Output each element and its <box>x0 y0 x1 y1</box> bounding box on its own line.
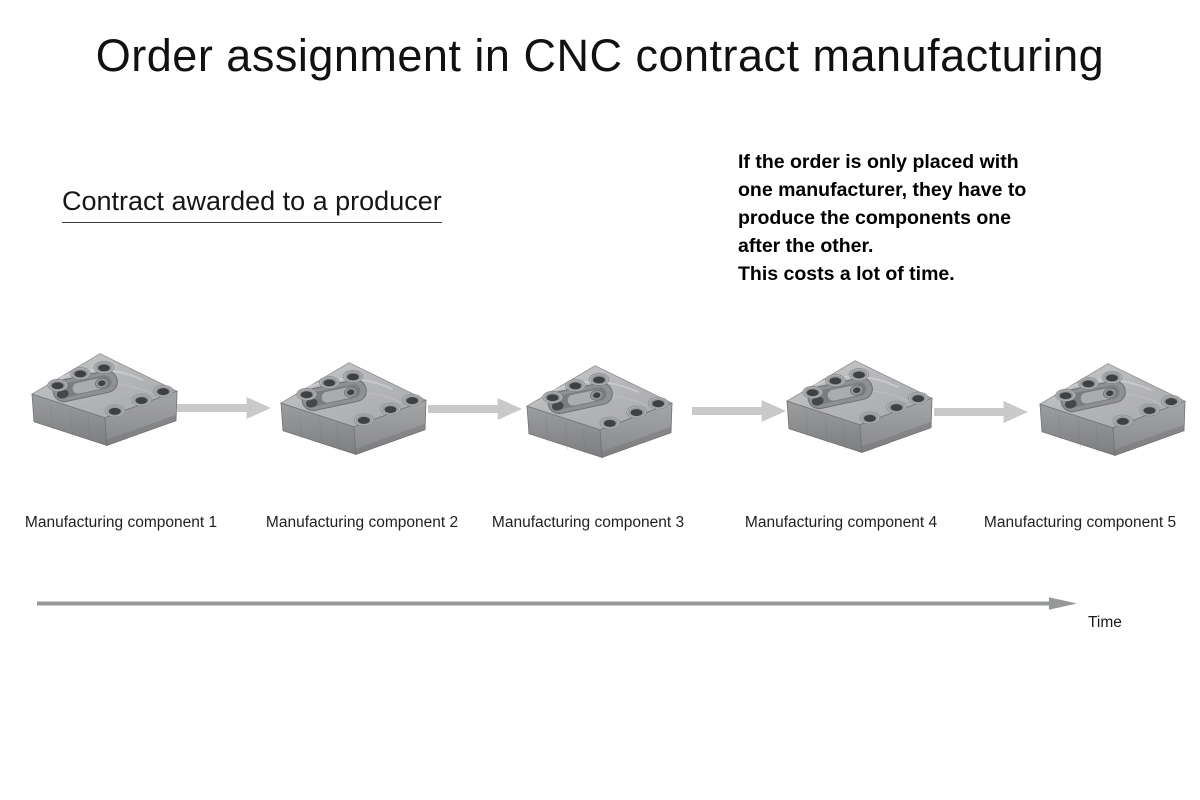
flow-arrow-icon <box>177 397 271 419</box>
cnc-component-image <box>31 352 179 452</box>
component-label: Manufacturing component 3 <box>491 514 685 531</box>
component-label: Manufacturing component 1 <box>24 514 218 531</box>
component-label: Manufacturing component 5 <box>983 514 1177 531</box>
cnc-component-image <box>786 359 934 459</box>
left-heading: Contract awarded to a producer <box>62 186 442 223</box>
cnc-component-image <box>280 361 428 461</box>
cnc-component-image <box>1039 362 1187 462</box>
note-text: If the order is only placed with one man… <box>738 151 1027 285</box>
component-label: Manufacturing component 4 <box>744 514 938 531</box>
page-title: Order assignment in CNC contract manufac… <box>95 30 1105 81</box>
flow-arrow-icon <box>692 400 786 422</box>
component-label: Manufacturing component 2 <box>265 514 459 531</box>
cnc-component-image <box>526 364 674 464</box>
flow-arrow-icon <box>934 401 1028 423</box>
time-axis-label: Time <box>1088 614 1122 631</box>
time-axis-arrow-icon <box>37 597 1077 610</box>
flow-arrow-icon <box>428 398 522 420</box>
